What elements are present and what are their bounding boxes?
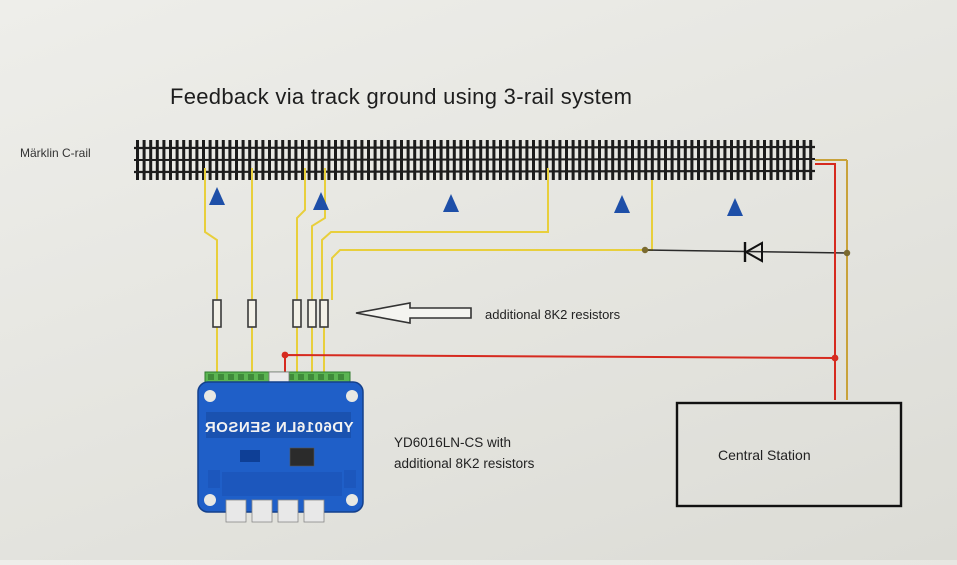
terminal-screw xyxy=(208,374,214,380)
device-caption-line2: additional 8K2 resistors xyxy=(394,456,535,471)
diode-icon xyxy=(743,241,763,263)
central-station-box xyxy=(675,401,903,508)
feedback-wires xyxy=(204,168,653,372)
rail-bottom xyxy=(133,169,816,174)
resistors xyxy=(212,299,329,328)
rail-top xyxy=(133,145,816,150)
isolation-marker-icon xyxy=(443,194,459,212)
device-caption-line1: YD6016LN-CS with xyxy=(394,435,512,450)
isolation-marker-icon xyxy=(313,192,329,210)
isolation-marker-icon xyxy=(209,187,225,205)
sensor-board: YD6016LN SENSOR xyxy=(197,371,364,523)
diagram-title: Feedback via track ground using 3-rail s… xyxy=(170,84,633,109)
terminal-screw xyxy=(308,374,314,380)
terminal-screw xyxy=(238,374,244,380)
terminal-screw xyxy=(328,374,334,380)
isolation-marker-icon xyxy=(614,195,630,213)
board-print: YD6016LN SENSOR xyxy=(204,419,353,436)
terminal-screw xyxy=(258,374,264,380)
resistor-icon xyxy=(292,299,302,328)
resistor-note: additional 8K2 resistors xyxy=(485,307,621,322)
resistor-icon xyxy=(212,299,222,328)
power-wire xyxy=(281,163,839,400)
resistor-icon xyxy=(319,299,329,328)
terminal-screw xyxy=(298,374,304,380)
terminal-screw xyxy=(288,374,294,380)
rail-middle xyxy=(133,158,816,161)
terminal-screw xyxy=(228,374,234,380)
terminal-screw xyxy=(248,374,254,380)
ground-wire xyxy=(641,159,851,400)
resistor-icon xyxy=(247,299,257,328)
central-station-label: Central Station xyxy=(718,447,811,463)
terminal-block xyxy=(208,374,344,380)
isolation-markers xyxy=(209,187,743,216)
terminal-screw xyxy=(318,374,324,380)
terminal-screw xyxy=(338,374,344,380)
resistor-icon xyxy=(307,299,317,328)
terminal-screw xyxy=(218,374,224,380)
device-caption: YD6016LN-CS with additional 8K2 resistor… xyxy=(394,432,534,474)
rail-label: Märklin C-rail xyxy=(20,146,91,160)
isolation-marker-icon xyxy=(727,198,743,216)
arrow-icon xyxy=(355,302,472,324)
track xyxy=(133,140,816,180)
